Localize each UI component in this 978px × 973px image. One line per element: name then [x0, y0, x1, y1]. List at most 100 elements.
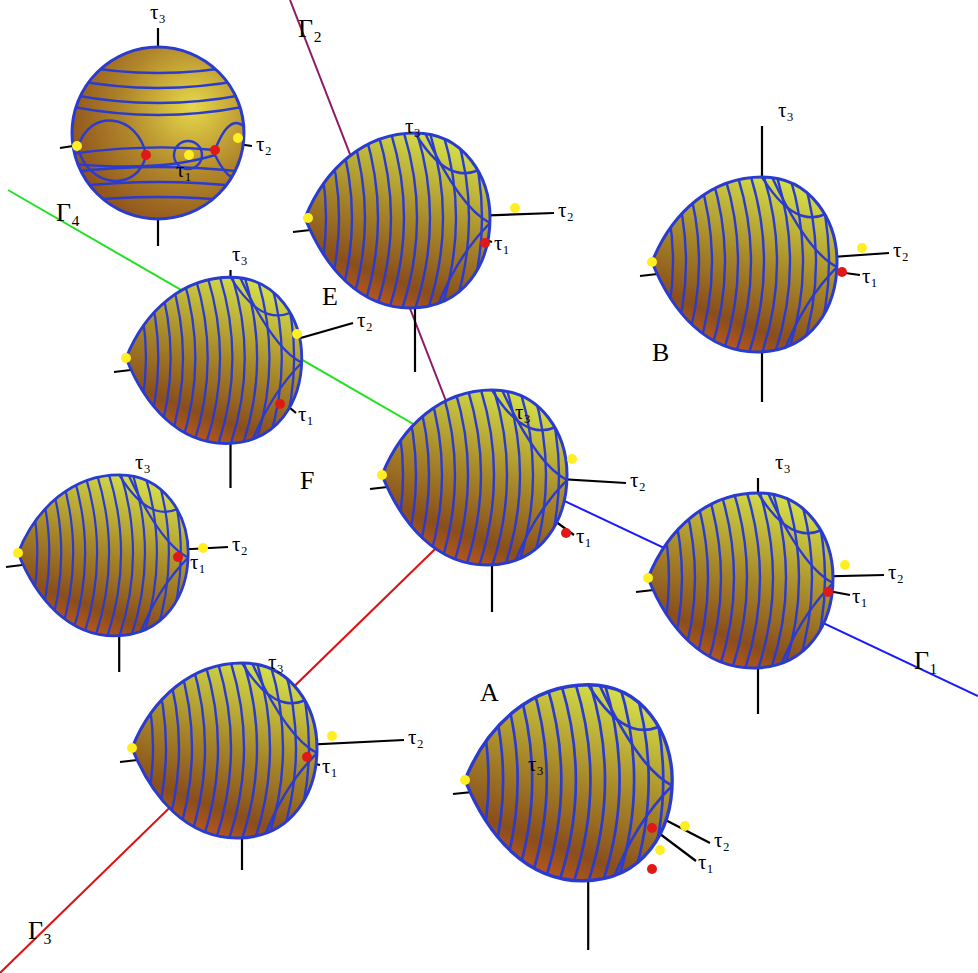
- level-curve: [21, 461, 38, 645]
- equilibrium-dot: [840, 560, 850, 570]
- level-curve: [463, 375, 481, 575]
- level-curve: [81, 461, 98, 645]
- level-curve: [63, 63, 253, 73]
- level-curve: [450, 375, 468, 575]
- level-curve: [424, 375, 442, 575]
- level-curve: [629, 668, 649, 892]
- equilibrium-dot: [857, 243, 867, 253]
- level-curve: [203, 263, 220, 453]
- level-curve: [213, 648, 231, 848]
- level-curve: [252, 648, 270, 848]
- level-curve: [215, 263, 232, 453]
- level-curve: [464, 118, 482, 318]
- equilibrium-dot: [561, 528, 571, 538]
- level-curve: [785, 162, 803, 362]
- equilibrium-dot: [173, 552, 183, 562]
- level-curve: [768, 478, 786, 678]
- level-curve: [772, 162, 790, 362]
- equilibrium-dot: [275, 399, 285, 409]
- level-curve: [140, 461, 157, 645]
- level-curve: [541, 375, 559, 575]
- phase-portrait: [293, 118, 554, 372]
- equilibrium-dot: [647, 257, 657, 267]
- level-curve: [178, 263, 195, 453]
- level-curve: [104, 461, 121, 645]
- level-curve: [643, 668, 663, 892]
- level-curve: [135, 648, 153, 848]
- equilibrium-dot: [327, 731, 337, 741]
- equilibrium-dot: [510, 203, 520, 213]
- separatrix: [772, 177, 837, 357]
- phase-portrait: [453, 668, 710, 950]
- level-curve: [265, 648, 283, 848]
- level-curve: [93, 461, 110, 645]
- equilibrium-dot: [680, 821, 690, 831]
- level-curve: [759, 162, 777, 362]
- axis-label: τ₁: [494, 233, 510, 254]
- equilibrium-dot: [567, 454, 577, 464]
- equilibrium-dot: [823, 587, 833, 597]
- phase-portrait: [6, 461, 228, 672]
- level-curve: [63, 182, 253, 188]
- level-curve: [228, 263, 245, 453]
- curve-label: Γ₃: [28, 918, 52, 944]
- level-curve: [152, 461, 169, 645]
- axis-label: τ₃: [775, 452, 791, 473]
- phase-portrait: [114, 263, 353, 488]
- level-curve: [733, 162, 751, 362]
- equilibrium-dot: [121, 353, 131, 363]
- level-curve: [655, 162, 673, 362]
- level-curve: [63, 93, 253, 103]
- axis-label: τ₃: [405, 116, 421, 137]
- axis-label: τ₂: [357, 310, 373, 331]
- equilibrium-dot: [141, 150, 151, 160]
- axis-label: τ₁: [190, 552, 206, 573]
- axis-label: τ₁: [298, 404, 314, 425]
- level-curve: [425, 118, 443, 318]
- level-curve: [585, 668, 605, 892]
- level-curve: [57, 461, 74, 645]
- axis-label: τ₂: [232, 534, 248, 555]
- level-curve: [398, 375, 416, 575]
- separatrix: [252, 663, 317, 843]
- separatrix: [599, 685, 672, 887]
- level-curve: [399, 118, 417, 318]
- level-curve: [703, 478, 721, 678]
- equilibrium-dot: [210, 145, 220, 155]
- level-curve: [437, 375, 455, 575]
- level-curve: [265, 263, 282, 453]
- level-curve: [651, 478, 669, 678]
- level-curve: [129, 263, 146, 453]
- equilibrium-dot: [13, 548, 23, 558]
- axis-label: τ₃: [232, 244, 248, 265]
- phase-portraits: [6, 28, 889, 950]
- level-curve: [476, 375, 494, 575]
- axis-label: τ₁: [852, 586, 868, 607]
- level-curve: [690, 478, 708, 678]
- level-curve: [154, 263, 171, 453]
- phase-portrait: [636, 478, 884, 714]
- equilibrium-dot: [647, 864, 657, 874]
- level-curve: [291, 648, 309, 848]
- level-curve: [226, 648, 244, 848]
- level-curve: [694, 162, 712, 362]
- level-curve: [63, 78, 253, 88]
- level-curve: [614, 668, 634, 892]
- level-curve: [811, 162, 829, 362]
- level-curve: [489, 375, 507, 575]
- equilibrium-dot: [837, 267, 847, 277]
- level-curve: [277, 263, 294, 453]
- axis-label: τ₂: [630, 470, 646, 491]
- level-curve: [668, 162, 686, 362]
- axis-label: τ₂: [408, 727, 424, 748]
- equilibrium-dot: [127, 743, 137, 753]
- region-label: B: [652, 340, 669, 366]
- level-curve: [794, 478, 812, 678]
- phase-portrait: [60, 28, 253, 246]
- separatrix: [128, 475, 188, 641]
- level-curve: [161, 648, 179, 848]
- axis-label: τ₁: [862, 266, 878, 287]
